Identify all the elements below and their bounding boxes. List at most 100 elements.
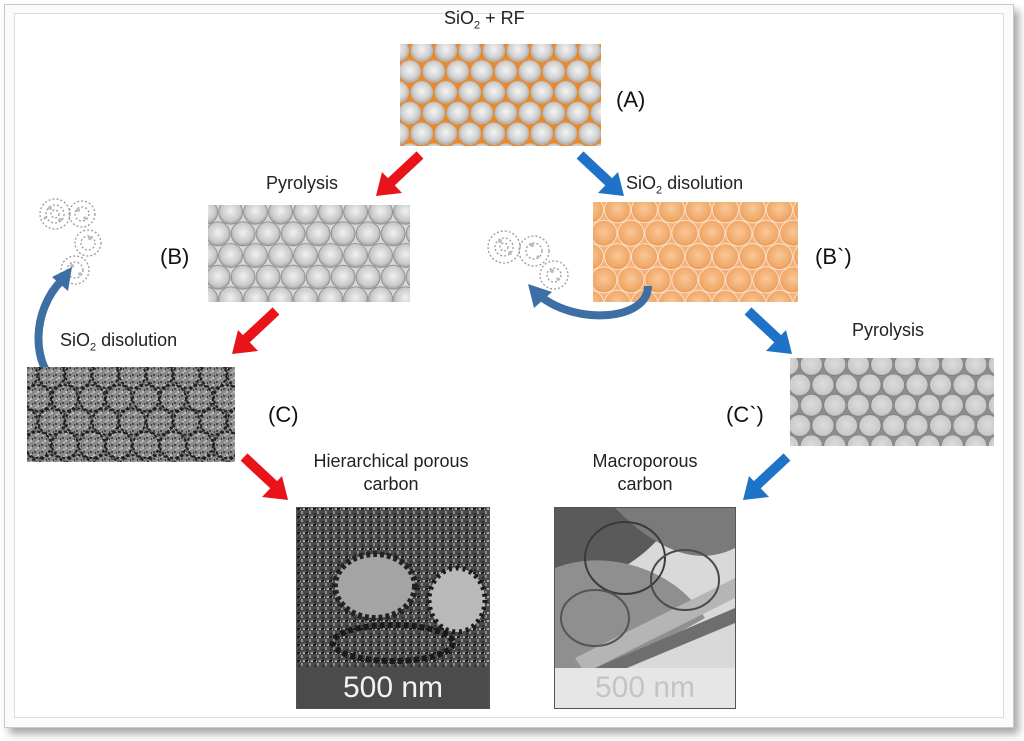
sphere — [593, 243, 604, 270]
sphere — [422, 101, 446, 125]
sphere — [355, 221, 381, 247]
sphere — [208, 286, 218, 302]
silica-dissolution-label-left: SiO2 disolution — [60, 330, 178, 354]
sphere — [226, 367, 235, 388]
sphere — [482, 44, 506, 62]
sphere — [243, 205, 268, 225]
sphere — [65, 454, 91, 462]
sphere — [343, 243, 369, 268]
sphere — [37, 407, 66, 436]
sphere — [858, 373, 882, 397]
sphere — [530, 80, 554, 104]
sphere — [400, 101, 422, 125]
sphere — [725, 219, 753, 247]
sphere — [684, 243, 712, 271]
panel-bprime-graphic — [593, 202, 798, 302]
sphere — [976, 373, 994, 397]
sphere — [790, 394, 800, 417]
label-cprime: (C`) — [726, 402, 764, 427]
sphere — [593, 266, 618, 294]
sphere — [434, 122, 458, 145]
sphere — [280, 264, 306, 290]
sphere — [554, 44, 578, 62]
sphere — [792, 246, 798, 268]
sphere — [542, 101, 566, 125]
red-arrow-b-to-c — [232, 307, 280, 354]
sphere — [64, 407, 93, 436]
sphere — [847, 393, 870, 417]
sphere — [243, 286, 268, 302]
sphere — [243, 243, 268, 268]
sphere — [470, 60, 494, 83]
scale-bar-left: 500 nm — [342, 671, 444, 704]
sphere — [158, 384, 187, 413]
panel-c-graphic — [27, 367, 235, 462]
sphere — [393, 205, 410, 225]
panel-b-graphic — [208, 205, 410, 302]
sphere — [330, 264, 356, 290]
sphere — [458, 44, 482, 62]
sphere — [446, 60, 470, 83]
sphere — [218, 286, 243, 302]
red-arrow-c-to-tem — [240, 453, 288, 500]
sphere — [593, 219, 618, 247]
sphere — [630, 202, 658, 224]
caption-line: carbon — [363, 474, 419, 494]
sphere — [964, 393, 988, 417]
sphere — [941, 358, 964, 376]
sphere — [593, 202, 604, 224]
sphere — [145, 407, 174, 436]
sphere — [566, 60, 590, 83]
sphere — [617, 266, 645, 294]
sphere — [118, 407, 147, 436]
sphere — [811, 414, 835, 437]
blue-arrow-a-to-bprime — [576, 151, 624, 196]
sphere — [671, 219, 699, 247]
blue-arrow-cprime-to-tem — [743, 453, 791, 500]
sphere — [811, 373, 835, 397]
sphere — [212, 384, 235, 413]
sphere — [268, 205, 293, 225]
sphere — [305, 264, 331, 290]
caption-line: carbon — [617, 474, 673, 494]
sphere — [847, 358, 870, 376]
sphere — [293, 286, 318, 302]
sphere — [858, 414, 882, 437]
sphere — [917, 393, 941, 417]
sphere — [173, 454, 199, 462]
sphere — [711, 243, 739, 271]
sphere — [185, 384, 214, 413]
sphere — [77, 430, 106, 459]
sphere — [230, 221, 256, 247]
blue-arrow-bprime-to-cprime — [744, 307, 792, 354]
panel-bprime-rf-replica — [593, 202, 798, 302]
sphere — [711, 289, 739, 302]
sphere — [725, 266, 753, 294]
sphere — [506, 44, 530, 62]
silica-particles-left — [39, 198, 102, 285]
sphere — [400, 60, 422, 83]
sphere — [657, 289, 685, 302]
sphere — [422, 60, 446, 83]
sphere — [293, 205, 318, 225]
sphere — [280, 221, 306, 247]
sphere — [578, 44, 601, 62]
sphere — [578, 122, 601, 145]
sphere — [318, 286, 343, 302]
sphere — [208, 243, 218, 268]
sphere — [566, 101, 590, 125]
sphere — [410, 80, 434, 104]
sphere — [27, 454, 37, 462]
sphere — [208, 221, 231, 247]
label-c: (C) — [268, 402, 299, 427]
sphere — [590, 101, 601, 125]
sphere — [410, 122, 434, 145]
sphere — [405, 224, 410, 244]
sphere — [790, 414, 811, 437]
sphere — [790, 373, 811, 397]
sphere — [185, 430, 214, 459]
sphere — [684, 289, 712, 302]
sphere — [104, 384, 133, 413]
sphere — [882, 373, 905, 397]
sphere — [380, 264, 406, 290]
